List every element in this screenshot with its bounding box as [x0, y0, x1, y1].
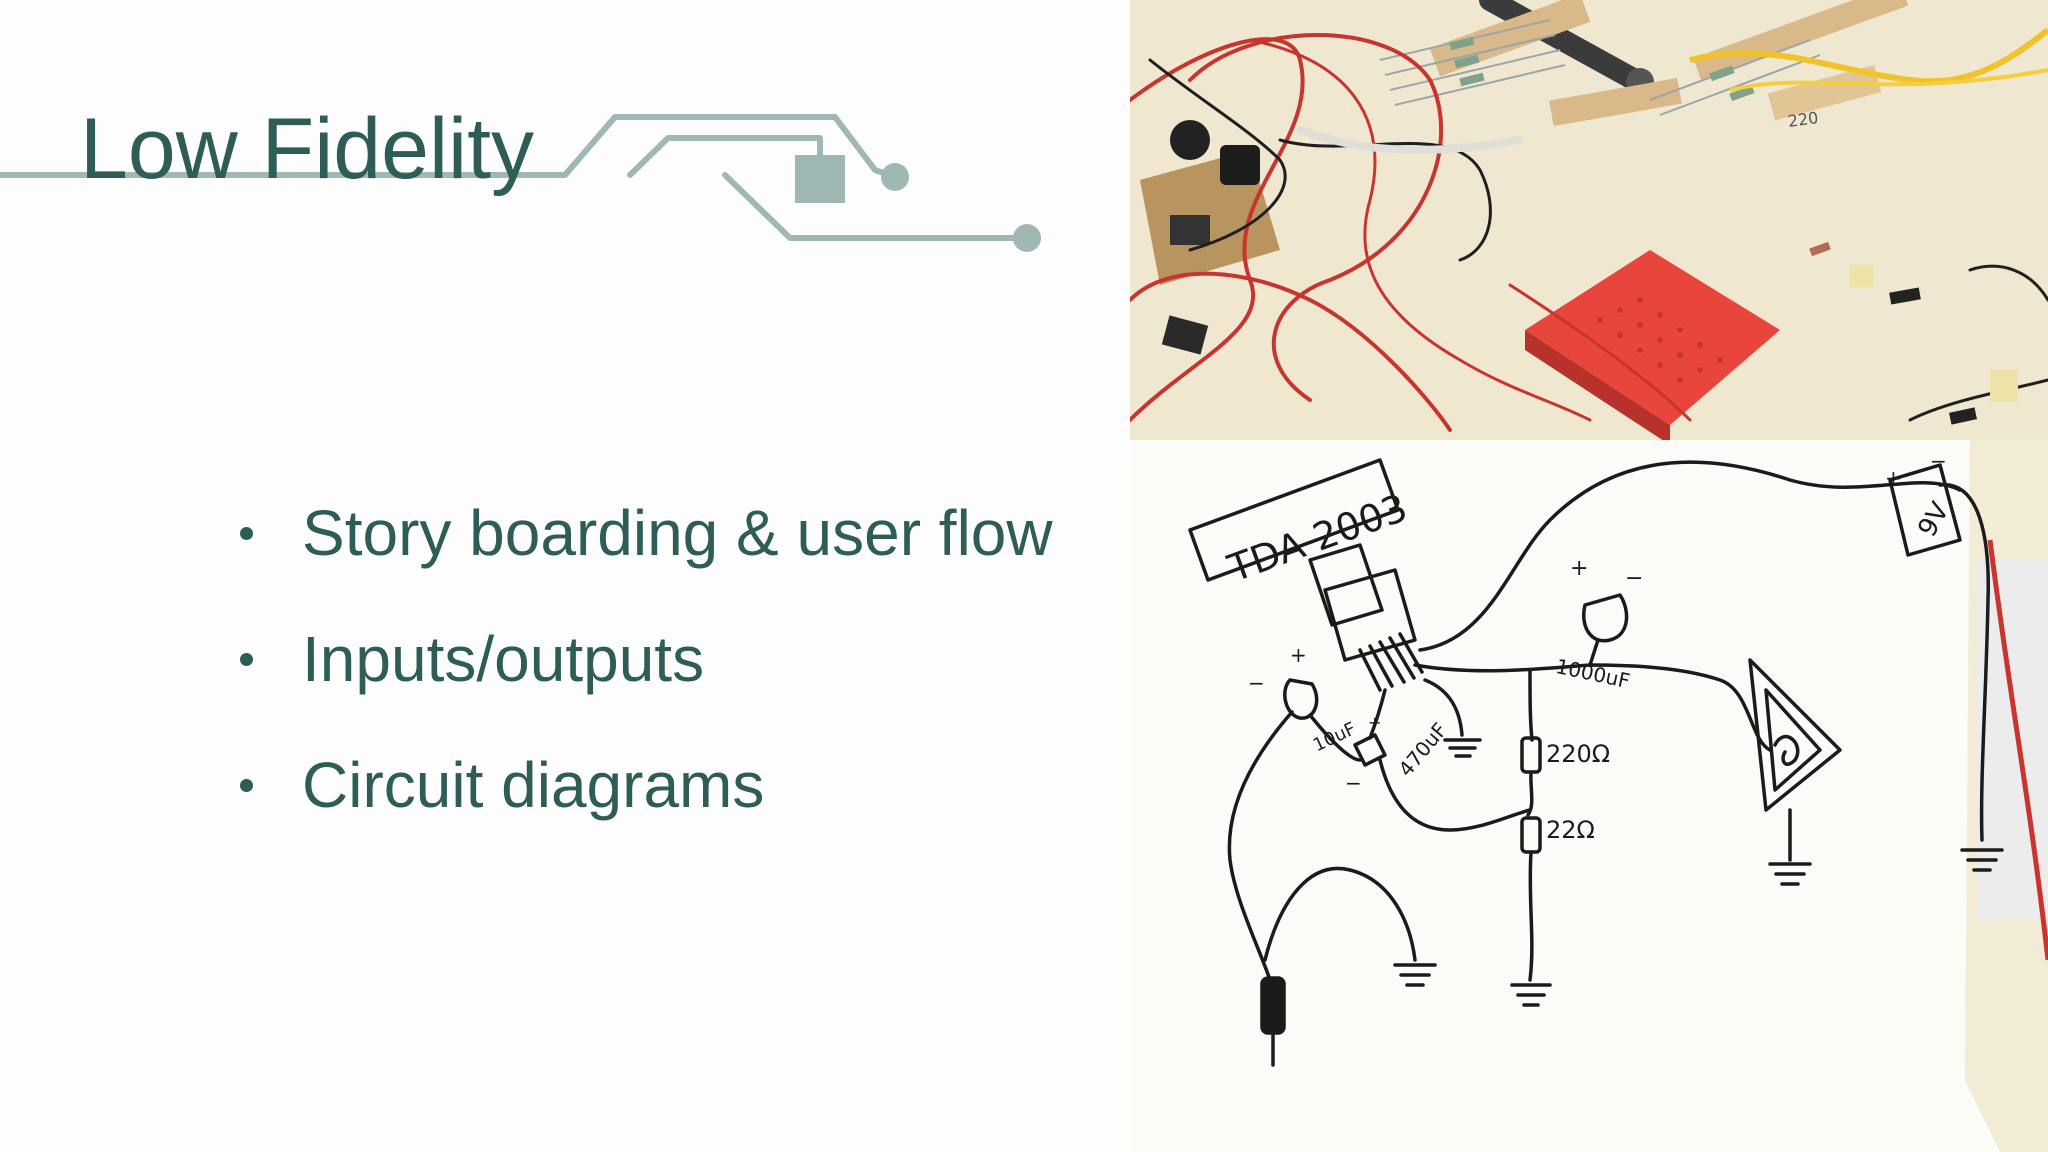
trace-main: [0, 114, 898, 180]
svg-text:−: −: [1345, 771, 1362, 795]
svg-text:+: +: [1570, 556, 1588, 581]
bullet-text: Story boarding & user flow: [302, 497, 1053, 569]
svg-text:+: +: [1885, 466, 1902, 490]
bullet-list: Story boarding & user flow Inputs/output…: [240, 488, 1053, 866]
bullet-dot-icon: [240, 527, 253, 540]
bullet-item: Circuit diagrams: [240, 740, 1053, 866]
trace-inner: [627, 135, 823, 178]
bullet-text: Circuit diagrams: [302, 749, 765, 821]
svg-text:−: −: [1625, 566, 1643, 591]
resistor-22-label: 22Ω: [1546, 816, 1595, 844]
trace-pad-dot-upper: [881, 163, 909, 191]
yellow-cable-image: [1689, 27, 2048, 85]
bullet-item: Inputs/outputs: [240, 614, 1053, 740]
text-panel: Low Fidelity Story boarding & user flow …: [0, 101, 1053, 866]
resistor-strip-image: 220: [1379, 0, 1909, 131]
bullet-dot-icon: [240, 779, 253, 792]
trace-lower: [722, 172, 1028, 241]
bullet-dot-icon: [240, 653, 253, 666]
trace-pad-dot-lower: [1013, 224, 1041, 252]
bullet-text: Inputs/outputs: [302, 623, 705, 695]
resistor-tag-text: 220: [1787, 108, 1820, 131]
svg-text:−: −: [1930, 449, 1947, 473]
bullet-item: Story boarding & user flow: [240, 488, 1053, 614]
circuit-trace-decoration: [0, 114, 1041, 252]
svg-text:+: +: [1290, 643, 1307, 667]
svg-text:−: −: [1248, 671, 1265, 695]
circuit-photo: 220: [1130, 0, 2048, 1152]
trace-pad-square: [795, 155, 845, 203]
breadboard-image: [1525, 250, 1780, 445]
schematic-paper: TDA 2003 9V 1000uF 10uF 470uF 220Ω 22Ω +…: [1130, 440, 2048, 1152]
svg-text:+: +: [1368, 713, 1381, 732]
resistor-220-label: 220Ω: [1546, 740, 1610, 768]
slide-title: Low Fidelity: [80, 101, 535, 197]
